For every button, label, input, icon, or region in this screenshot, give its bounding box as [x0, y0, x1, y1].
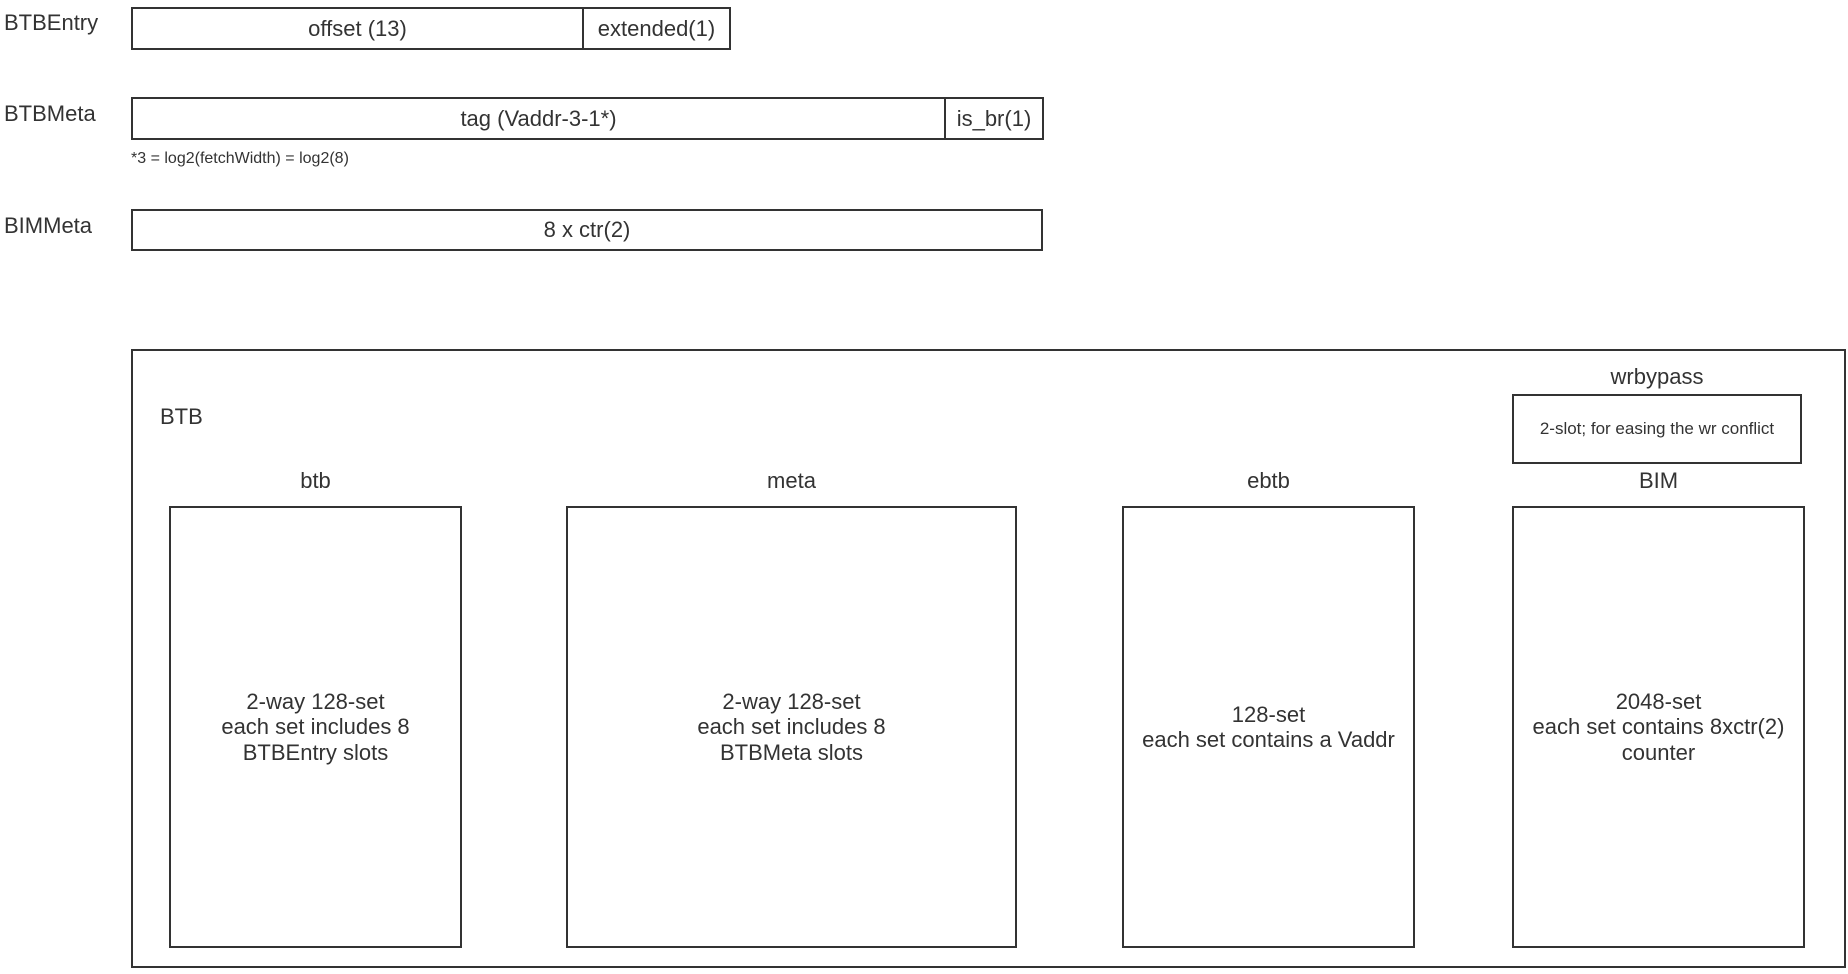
bim-meta-format: 8 x ctr(2)	[131, 209, 1043, 251]
wrbypass-text: 2-slot; for easing the wr conflict	[1539, 419, 1775, 439]
meta-block-line: BTBMeta slots	[719, 739, 864, 765]
btb-block-line: each set includes 8	[221, 714, 410, 740]
btb-block-title: btb	[300, 468, 331, 493]
bim-block: 2048-set each set contains 8xctr(2) coun…	[1512, 506, 1805, 948]
btb-block-line: 2-way 128-set	[246, 688, 385, 714]
btb-meta-tag-field: tag (Vaddr-3-1*)	[133, 99, 946, 138]
meta-block-line: 2-way 128-set	[722, 688, 861, 714]
ebtb-block: 128-set each set contains a Vaddr	[1122, 506, 1415, 948]
btb-block-description: 2-way 128-set each set includes 8 BTBEnt…	[171, 508, 460, 946]
btb-entry-extended-field: extended(1)	[597, 15, 716, 41]
btb-container-title: BTB	[160, 404, 203, 429]
btb-block-line: BTBEntry slots	[242, 739, 389, 765]
bim-meta-label: BIMMeta	[4, 213, 93, 238]
bim-block-line: each set contains 8xctr(2)	[1532, 714, 1785, 740]
btb-entry-label: BTBEntry	[4, 10, 99, 35]
meta-block: 2-way 128-set each set includes 8 BTBMet…	[566, 506, 1017, 948]
bim-block-title: BIM	[1638, 468, 1679, 493]
btb-meta-label: BTBMeta	[4, 101, 96, 126]
bim-meta-ctr-field: 8 x ctr(2)	[543, 217, 631, 242]
wrbypass-box: 2-slot; for easing the wr conflict	[1512, 394, 1802, 464]
ebtb-block-description: 128-set each set contains a Vaddr	[1124, 508, 1413, 946]
bim-block-line: counter	[1621, 739, 1696, 765]
wrbypass-title: wrbypass	[1610, 364, 1704, 389]
btb-entry-offset-field: offset (13)	[133, 9, 584, 48]
btb-block: 2-way 128-set each set includes 8 BTBEnt…	[169, 506, 462, 948]
meta-block-line: each set includes 8	[697, 714, 886, 740]
btb-meta-footnote: *3 = log2(fetchWidth) = log2(8)	[131, 150, 349, 167]
ebtb-block-title: ebtb	[1247, 468, 1290, 493]
meta-block-title: meta	[767, 468, 816, 493]
bim-block-line: 2048-set	[1615, 688, 1702, 714]
btb-entry-format: offset (13) extended(1)	[131, 7, 731, 50]
meta-block-description: 2-way 128-set each set includes 8 BTBMet…	[568, 508, 1015, 946]
btb-meta-isbr-field: is_br(1)	[956, 105, 1032, 131]
btb-meta-format: tag (Vaddr-3-1*) is_br(1)	[131, 97, 1044, 140]
bim-block-description: 2048-set each set contains 8xctr(2) coun…	[1514, 508, 1803, 946]
ebtb-block-line: each set contains a Vaddr	[1142, 727, 1395, 752]
ebtb-block-line: 128-set	[1231, 701, 1306, 727]
